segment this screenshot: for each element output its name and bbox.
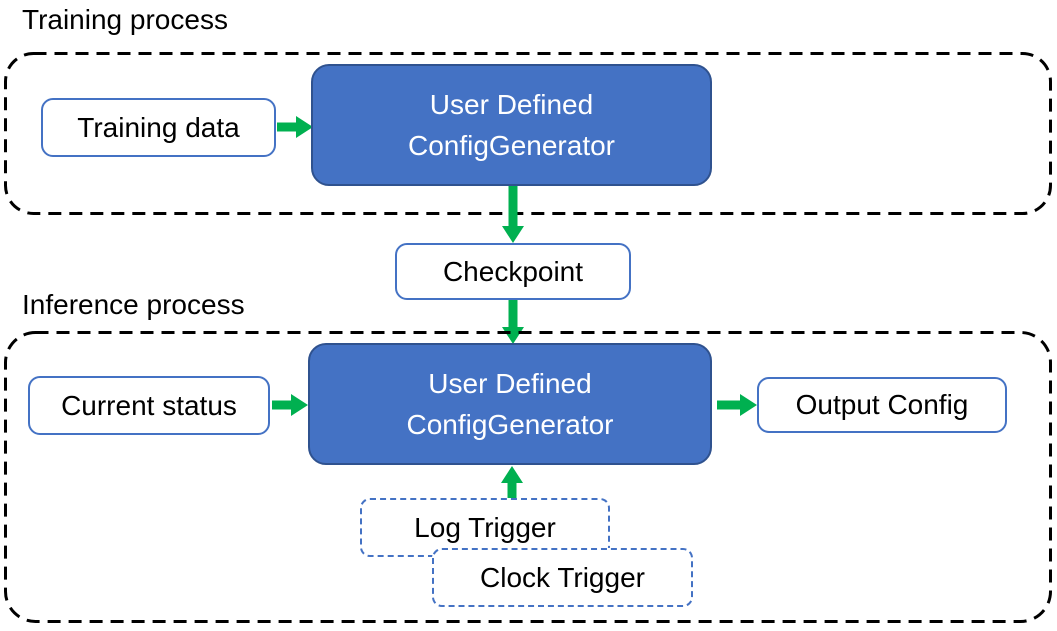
config-generator-line2: ConfigGenerator [407, 130, 615, 161]
config-generator-line1: User Defined [428, 368, 592, 399]
clock-trigger-label: Clock Trigger [480, 561, 645, 593]
output-config-label: Output Config [795, 389, 969, 420]
arrow-triggers-to-generator [501, 466, 523, 498]
current-status-label: Current status [61, 389, 237, 421]
clock-trigger-box: Clock Trigger [432, 548, 693, 607]
output-config-box: Output Config [757, 377, 1007, 433]
config-generator-line1: User Defined [429, 89, 594, 120]
current-status-box: Current status [28, 376, 270, 435]
inference-config-generator-box: User Defined ConfigGenerator [308, 343, 712, 465]
training-data-box: Training data [41, 98, 276, 157]
inference-process-container [4, 331, 1052, 623]
inference-process-label: Inference process [22, 289, 245, 320]
arrow-current-status-to-generator [272, 394, 308, 416]
arrow-generator-to-output-config [717, 394, 757, 416]
log-trigger-label: Log Trigger [414, 511, 556, 543]
checkpoint-box: Checkpoint [395, 243, 631, 300]
training-config-generator-box: User Defined ConfigGenerator [311, 64, 712, 186]
log-trigger-box: Log Trigger [360, 498, 610, 557]
training-process-container [4, 52, 1052, 215]
training-data-label: Training data [77, 111, 240, 143]
training-process-label: Training process [22, 4, 228, 35]
checkpoint-label: Checkpoint [442, 255, 584, 287]
config-generator-line2: ConfigGenerator [406, 409, 614, 440]
arrow-training-data-to-generator [277, 116, 313, 138]
arrow-generator-to-checkpoint [502, 186, 524, 243]
